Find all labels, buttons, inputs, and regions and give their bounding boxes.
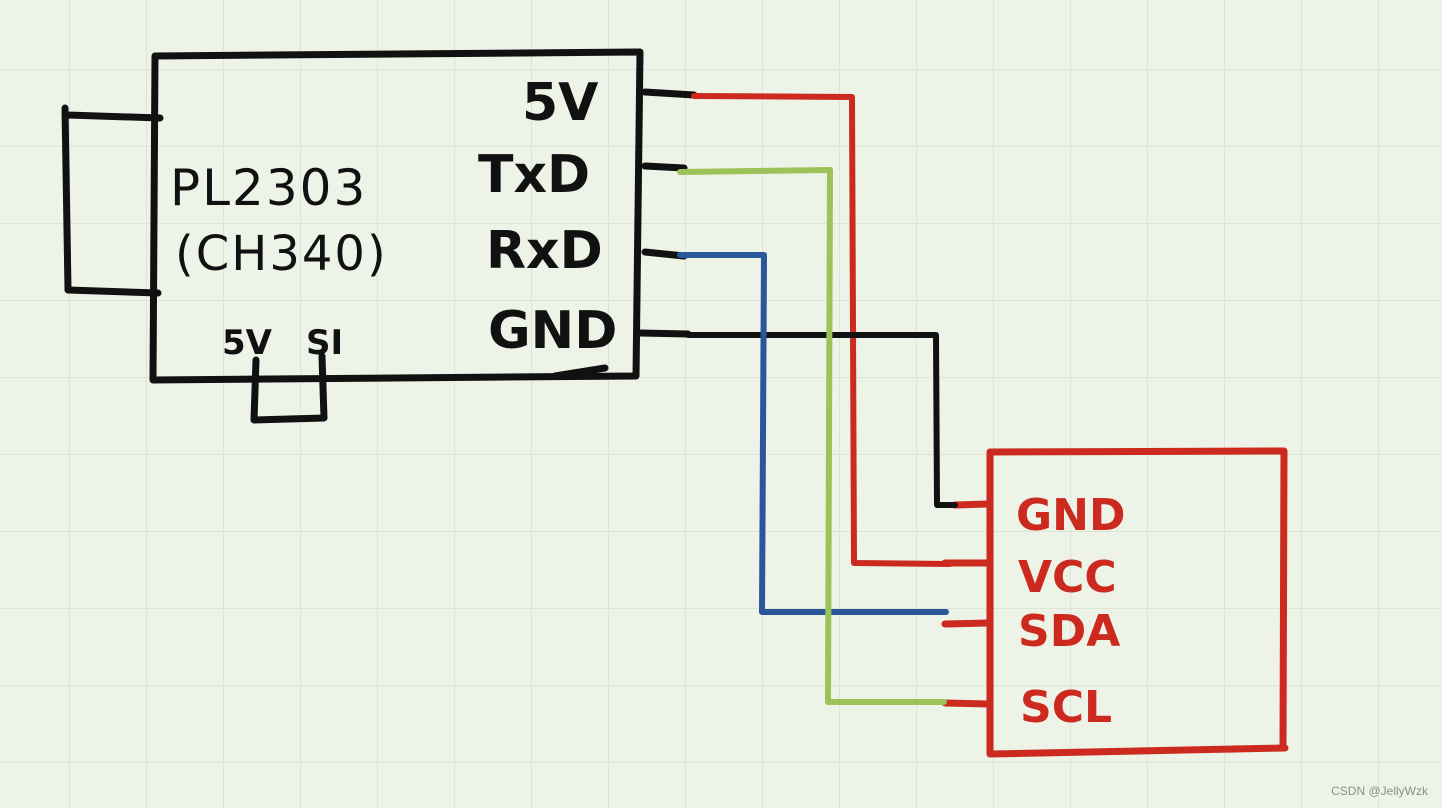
- sensor-pin-stub-scl: [941, 699, 992, 708]
- wire-red-5v-to-vcc: [691, 93, 953, 567]
- adapter-pin-label-rxd: RxD: [486, 221, 603, 281]
- adapter-box-outline: [149, 48, 644, 384]
- sensor-pin-stub-sda: [941, 619, 992, 628]
- adapter-pin-stub-txd: [641, 162, 688, 172]
- usb-plug-outline: [61, 104, 164, 297]
- sensor-pin-label-vcc: VCC: [1018, 552, 1117, 603]
- wire-blue-rxd-to-sda: [677, 252, 949, 615]
- adapter-box-corner-stroke: [551, 364, 609, 380]
- adapter-pin-stub-gnd: [636, 329, 692, 338]
- sensor-pin-label-sda: SDA: [1018, 606, 1120, 657]
- sensor-pin-label-gnd: GND: [1016, 490, 1125, 541]
- wire-black-gnd-to-gnd: [685, 332, 958, 508]
- sensor-pin-stub-gnd: [951, 500, 992, 509]
- jumper-label-5v: 5V: [222, 323, 273, 363]
- watermark: CSDN @JellyWzk: [1331, 784, 1428, 798]
- jumper-label-si: SI: [306, 323, 343, 363]
- jumper-loop: [250, 352, 328, 424]
- adapter-name-label: PL2303: [170, 159, 367, 217]
- adapter-alt-name-label: (CH340): [175, 226, 388, 282]
- adapter-pin-label-5v: 5V: [522, 73, 598, 133]
- adapter-pin-label-gnd: GND: [488, 301, 617, 361]
- sensor-box-outline: [986, 447, 1289, 758]
- adapter-pin-stub-5v: [641, 88, 698, 99]
- wire-green-txd-to-scl: [677, 167, 947, 705]
- sensor-pin-label-scl: SCL: [1020, 682, 1112, 733]
- adapter-pin-label-txd: TxD: [478, 145, 590, 205]
